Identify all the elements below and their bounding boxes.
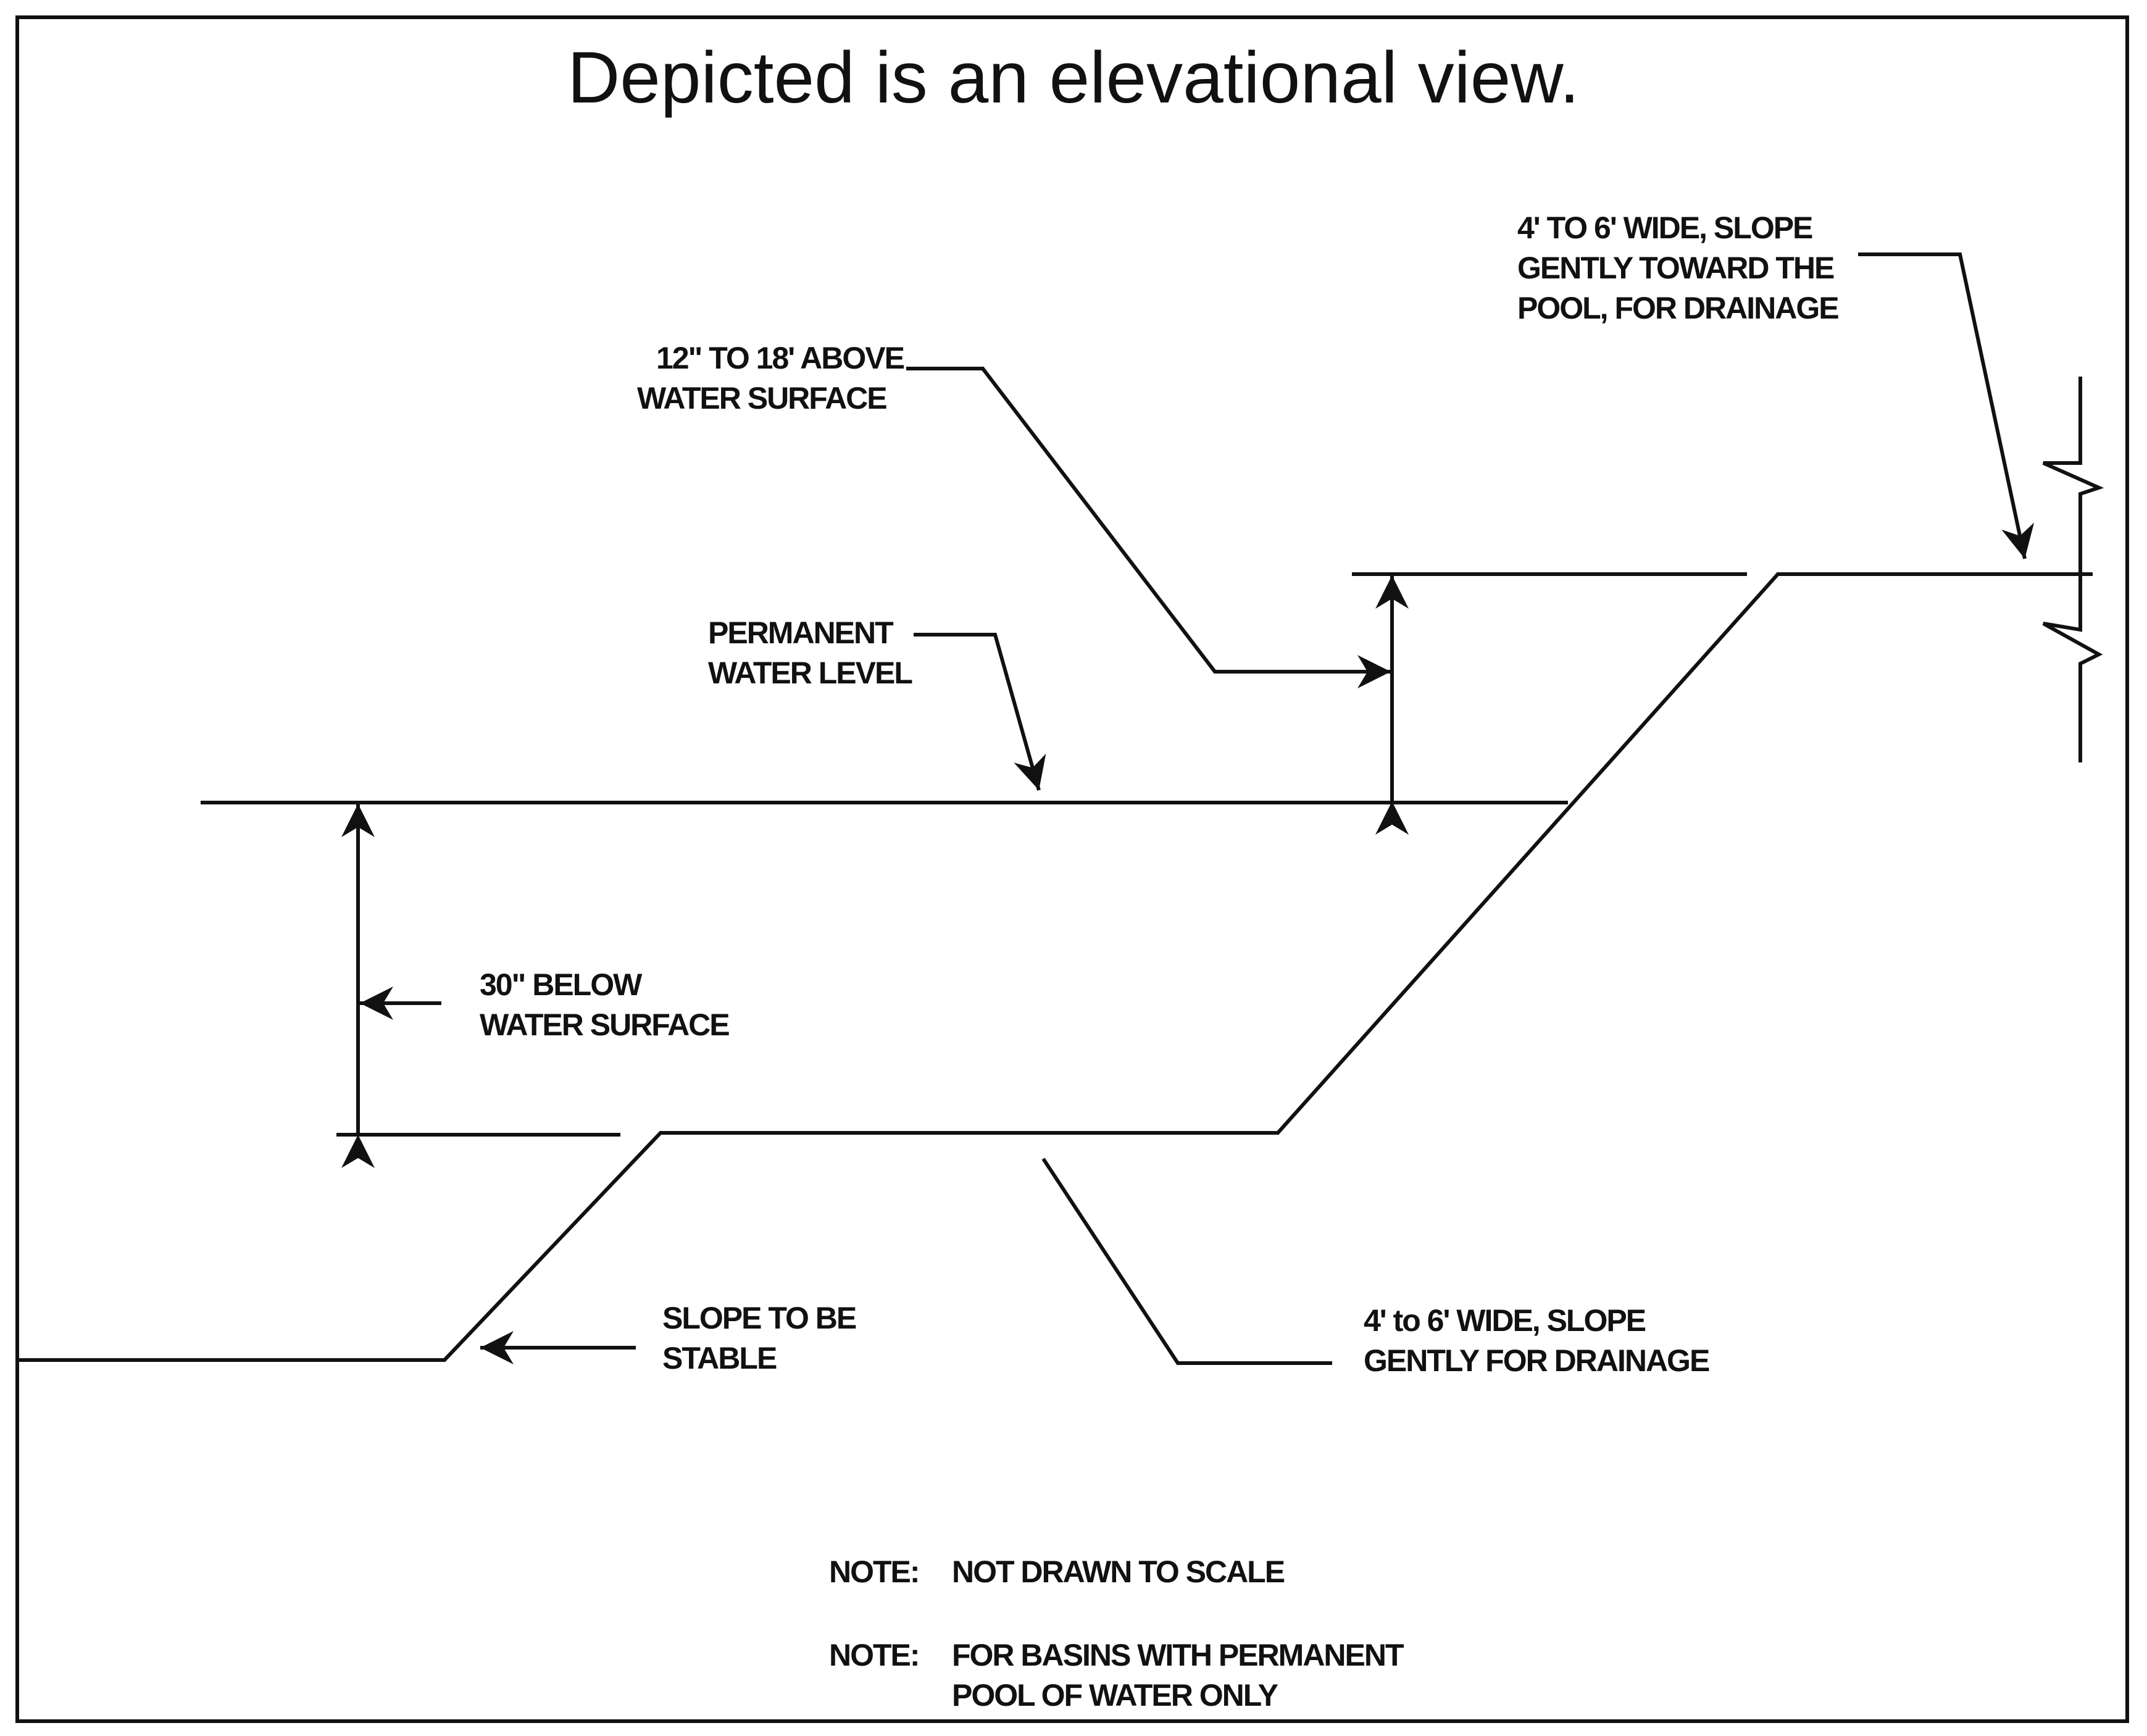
svg-text:WATER SURFACE: WATER SURFACE [637,381,886,415]
svg-text:GENTLY TOWARD THE: GENTLY TOWARD THE [1517,251,1834,285]
basin-profile [17,572,2093,1362]
water-level-label: PERMANENT WATER LEVEL [708,616,913,690]
svg-text:NOTE:: NOTE: [829,1554,919,1589]
svg-text:NOT DRAWN TO SCALE: NOT DRAWN TO SCALE [952,1554,1285,1589]
depth-label: 30" BELOW WATER SURFACE [480,967,730,1042]
note-permanent-pool: NOTE: FOR BASINS WITH PERMANENT POOL OF … [829,1638,1405,1713]
freeboard-leader [906,367,1391,688]
svg-text:POOL, FOR DRAINAGE: POOL, FOR DRAINAGE [1517,291,1838,325]
svg-text:WATER SURFACE: WATER SURFACE [480,1008,729,1042]
svg-text:FOR BASINS WITH PERMANENT: FOR BASINS WITH PERMANENT [952,1638,1404,1672]
svg-text:4' to 6' WIDE, SLOPE: 4' to 6' WIDE, SLOPE [1364,1303,1646,1338]
svg-text:STABLE: STABLE [662,1341,777,1375]
water-level-leader [914,633,1046,791]
svg-text:GENTLY FOR DRAINAGE: GENTLY FOR DRAINAGE [1364,1343,1709,1378]
page-title: Depicted is an elevational view. [567,37,1580,119]
svg-text:12" TO 18' ABOVE: 12" TO 18' ABOVE [656,341,904,375]
svg-text:4' TO 6' WIDE, SLOPE: 4' TO 6' WIDE, SLOPE [1517,211,1812,245]
svg-text:PERMANENT: PERMANENT [708,616,893,650]
svg-text:30" BELOW: 30" BELOW [480,967,643,1002]
svg-text:POOL OF WATER ONLY: POOL OF WATER ONLY [952,1678,1278,1713]
svg-text:NOTE:: NOTE: [829,1638,919,1672]
bench-bottom-leader [1041,1158,1332,1365]
svg-text:SLOPE TO BE: SLOPE TO BE [662,1301,856,1335]
freeboard-label: 12" TO 18' ABOVE WATER SURFACE [637,341,906,415]
bench-bottom-label: 4' to 6' WIDE, SLOPE GENTLY FOR DRAINAGE [1364,1303,1711,1378]
svg-text:WATER LEVEL: WATER LEVEL [708,656,912,690]
break-line [2042,377,2104,762]
bench-top-label: 4' TO 6' WIDE, SLOPE GENTLY TOWARD THE P… [1517,211,1840,325]
diagram-frame [15,15,2129,1723]
slope-label: SLOPE TO BE STABLE [662,1301,857,1375]
bench-top-leader [1858,252,2035,559]
note-not-to-scale: NOTE: NOT DRAWN TO SCALE [829,1554,1286,1589]
